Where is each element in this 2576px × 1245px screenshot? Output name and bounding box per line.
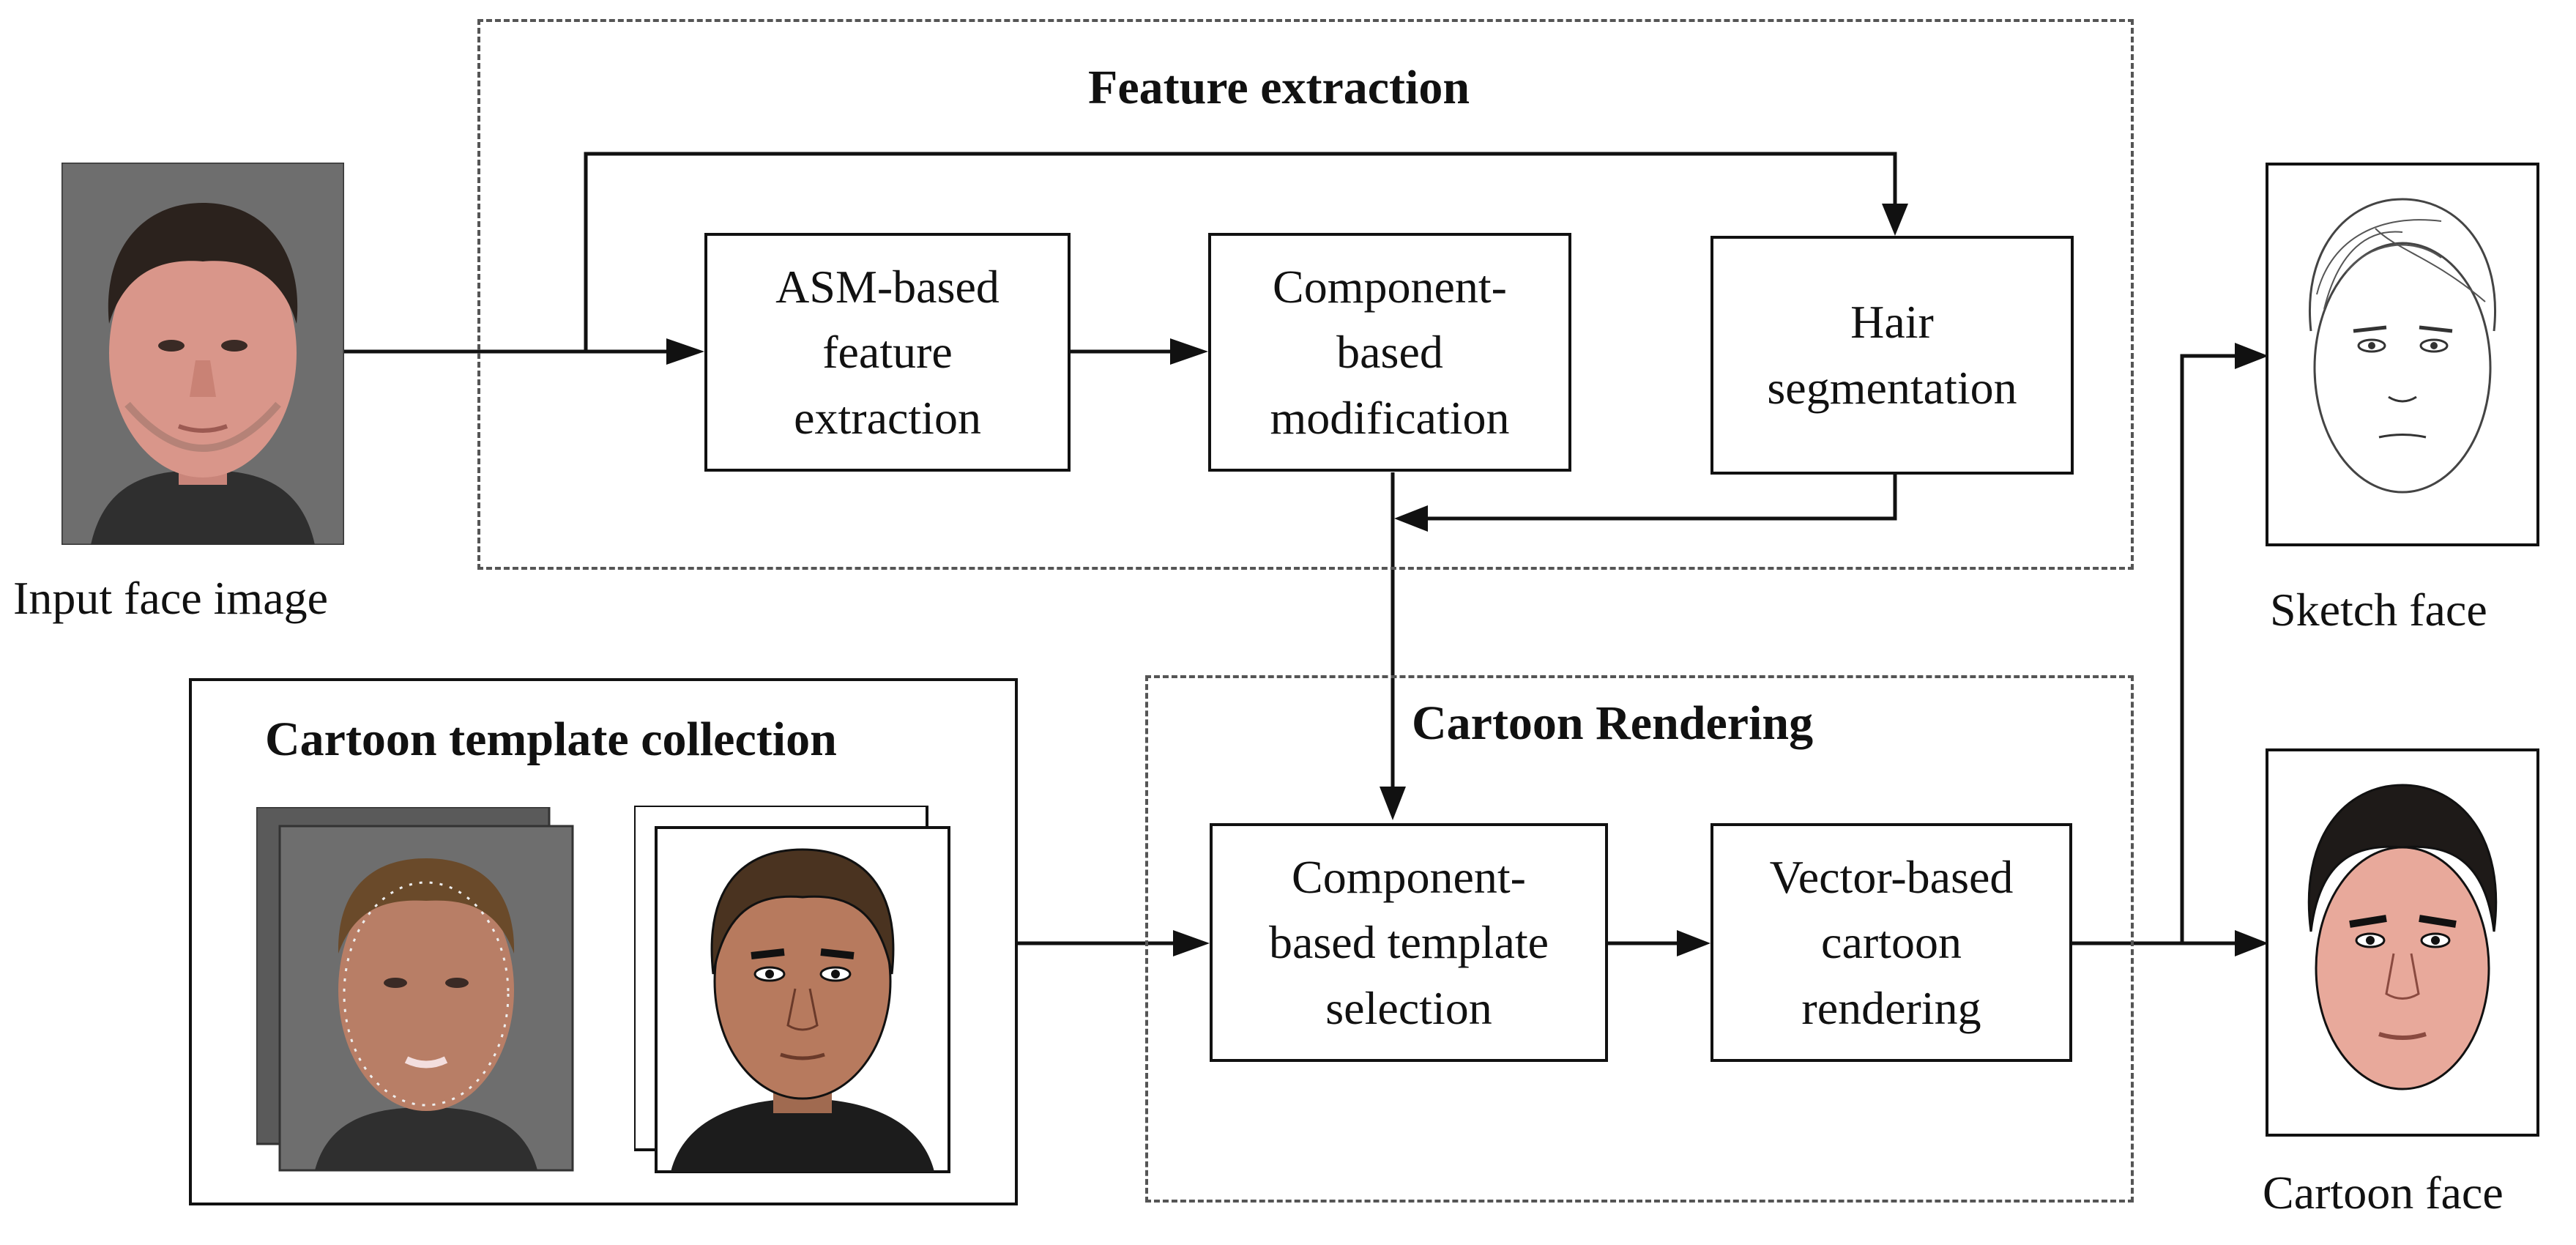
group-title-feature-extraction: Feature extraction [1088, 61, 1470, 114]
node-label: Component- based modification [1270, 260, 1510, 444]
edge-hair-merge [1428, 475, 1897, 521]
template-photo-stack [256, 807, 574, 1172]
node-asm-feature-extraction: ASM-based feature extraction [704, 233, 1071, 472]
arrowhead [1882, 204, 1908, 236]
group-title-template-collection: Cartoon template collection [265, 713, 837, 766]
caption-input-face: Input face image [13, 572, 328, 624]
arrowhead [1394, 505, 1428, 532]
template-cartoon-stack [634, 806, 950, 1173]
arrowhead [1677, 930, 1710, 956]
cartoon-face-image [2266, 748, 2539, 1137]
node-label: Vector-based cartoon rendering [1769, 850, 2014, 1034]
arrowhead [1380, 787, 1406, 820]
node-label: Component- based template selection [1268, 850, 1549, 1034]
edge-input-hair [584, 152, 1897, 352]
node-component-modification: Component- based modification [1208, 233, 1571, 472]
node-label: Hair segmentation [1767, 296, 2017, 414]
node-template-selection: Component- based template selection [1210, 823, 1608, 1062]
arrowhead [1173, 930, 1210, 956]
arrowhead [2235, 343, 2268, 369]
caption-cartoon-face: Cartoon face [2263, 1167, 2504, 1219]
sketch-face-image [2266, 163, 2539, 546]
group-cartoon-rendering [1145, 675, 2134, 1203]
node-hair-segmentation: Hair segmentation [1710, 236, 2074, 475]
arrowhead [1170, 338, 1208, 365]
arrowhead [666, 338, 704, 365]
node-label: ASM-based feature extraction [775, 260, 999, 444]
node-vector-rendering: Vector-based cartoon rendering [1710, 823, 2072, 1062]
group-title-cartoon-rendering: Cartoon Rendering [1412, 696, 1814, 750]
arrowhead [2235, 930, 2268, 956]
edge-vector-sketch [2180, 354, 2235, 943]
group-feature-extraction [477, 19, 2134, 570]
input-face-photo [62, 163, 344, 545]
caption-sketch-face: Sketch face [2270, 584, 2487, 636]
